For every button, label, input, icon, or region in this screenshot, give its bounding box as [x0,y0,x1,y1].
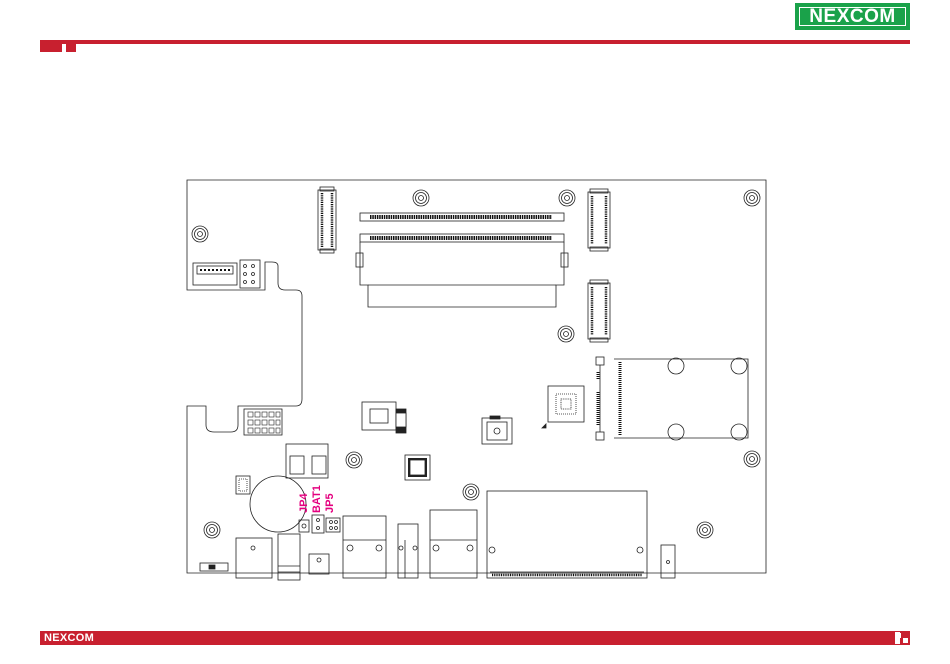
mounting-hole [204,522,220,538]
sodimm-slot [356,213,568,307]
footer-mark-small [903,638,908,643]
mounting-hole [558,326,574,342]
small-chip [236,476,250,494]
label-jp4: JP4 [298,493,310,513]
lan-port-2 [430,510,477,578]
usb-port [398,524,418,578]
footer-bar [40,631,910,645]
jumper-jp5 [326,518,340,532]
m2-connector-upper [588,189,610,251]
mounting-hole [559,190,575,206]
label-jp5: JP5 [324,493,336,513]
mounting-hole [192,226,208,242]
mounting-hole [413,190,429,206]
power-connector [236,538,272,578]
inductor [362,402,406,433]
dc-jack [286,444,328,478]
mounting-hole [697,522,713,538]
vertical-connector [318,187,336,253]
io-chip [405,455,430,480]
mounting-hole [346,452,362,468]
jumper-bat1 [312,515,324,533]
footer-mark [897,633,901,638]
mounting-hole [463,484,479,500]
sensor-module [482,416,512,444]
soc-chip [542,386,584,428]
lan-port-1 [343,516,386,578]
m2-connector-lower [588,280,610,342]
footer-logo: NEXCOM [44,632,94,644]
minipcie-slot [596,357,748,440]
small-switch [200,563,228,571]
power-header [193,260,260,288]
usb-connector-small [309,554,329,574]
pin-header-2x5 [244,409,282,435]
jumper-jp4 [299,520,309,532]
dual-usb-port [487,491,647,578]
mounting-hole [744,190,760,206]
mounting-hole [744,451,760,467]
label-bat1: BAT1 [311,485,323,513]
